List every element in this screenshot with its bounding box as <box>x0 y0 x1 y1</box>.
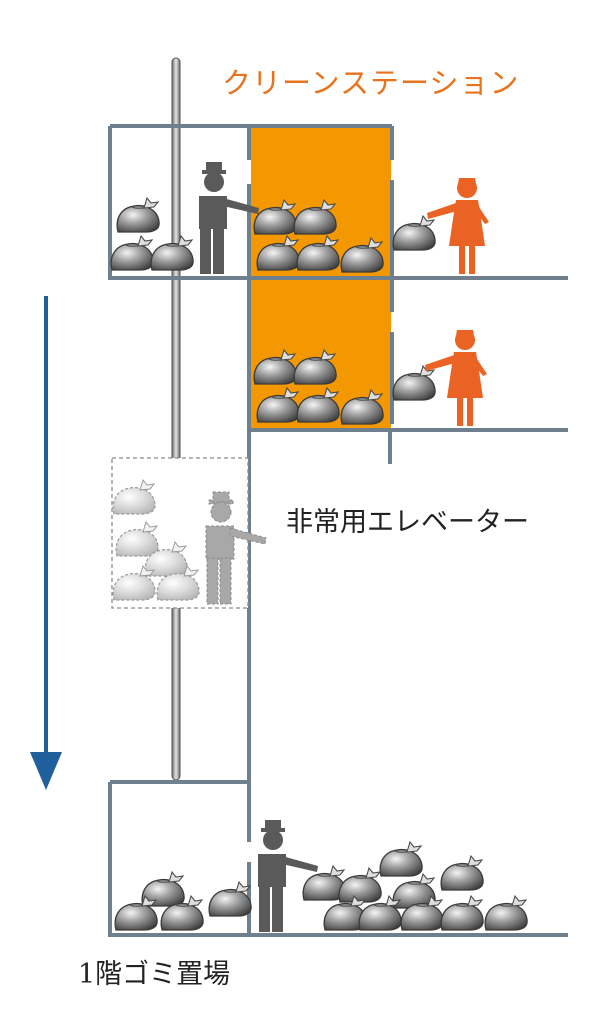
ground-car-bags <box>114 871 252 931</box>
emergency-elevator-label: 非常用エレベーター <box>286 507 529 538</box>
ground-floor-garbage-label: 1階ゴミ置場 <box>78 959 231 990</box>
worker-icon <box>258 820 318 932</box>
down-arrow-icon <box>30 296 62 790</box>
ground-pile-bags <box>302 841 528 931</box>
clean-station-label: クリーンステーション <box>222 66 520 100</box>
elevator-rail <box>171 57 181 781</box>
resident-icon <box>425 330 487 426</box>
resident-icon <box>427 178 489 274</box>
lower-resident-bag <box>392 365 436 401</box>
upper-resident-bag <box>392 215 436 251</box>
upper-car-bags <box>110 197 194 271</box>
